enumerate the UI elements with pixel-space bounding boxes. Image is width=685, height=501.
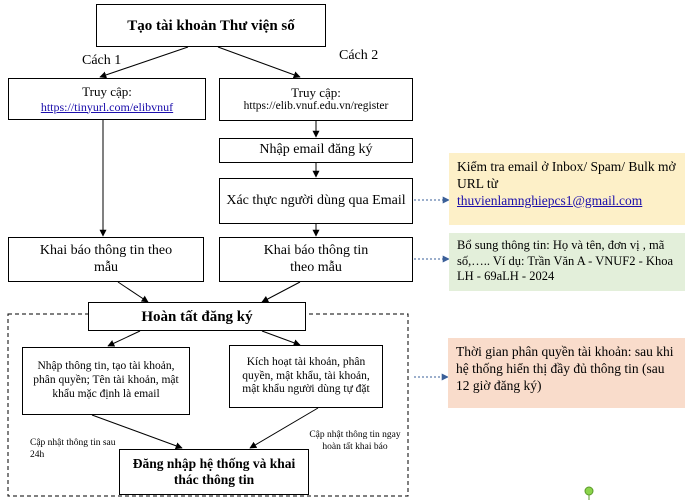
arrow-declare2-to-complete [261, 281, 301, 303]
way2-access-label: Truy cập: [291, 84, 341, 100]
way1-declare-box: Khai báo thông tin theo mẫu [8, 237, 204, 282]
way1-declare-text: Khai báo thông tin theo mẫu [39, 242, 173, 275]
verify-note-text: Kiểm tra email ở Inbox/ Spam/ Bulk mở UR… [457, 159, 676, 191]
update-left-text: Cập nhật thông tin sau 24h [30, 438, 116, 461]
info-note: Bổ sung thông tin: Họ và tên, đơn vị , m… [449, 233, 685, 291]
final-box: Đăng nhập hệ thống và khai thác thông ti… [119, 449, 309, 495]
update-left-label: Cập nhật thông tin sau 24h [30, 437, 116, 462]
way1-access-label: Truy cập: [82, 84, 132, 99]
way2-label: Cách 2 [339, 48, 379, 63]
verify-step-box: Xác thực người dùng qua Email [219, 178, 413, 224]
arrow-left-to-final [91, 414, 183, 450]
complete-left-box: Nhập thông tin, tạo tài khoản, phân quyề… [22, 347, 190, 415]
way1-access-link[interactable]: https://tinyurl.com/elibvnuf [40, 99, 174, 114]
green-dot-marker [584, 486, 594, 496]
complete-right-box: Kích hoạt tài khoản, phân quyền, mật khẩ… [229, 345, 383, 408]
email-step-box: Nhập email đăng ký [219, 138, 413, 163]
arrow-right-to-final [249, 407, 319, 449]
arrow-title-to-way2 [217, 46, 301, 79]
complete-left-text: Nhập thông tin, tạo tài khoản, phân quyề… [33, 360, 179, 400]
arrow-declare1-to-complete [117, 281, 149, 303]
way2-declare-text: Khai báo thông tin theo mẫu [263, 242, 369, 275]
way1-access-box: Truy cập: https://tinyurl.com/elibvnuf [8, 78, 206, 120]
way2-access-box: Truy cập: https://elib.vnuf.edu.vn/regis… [219, 78, 413, 121]
page-title: Tạo tài khoản Thư viện số [127, 17, 295, 34]
arrow-complete-to-left [107, 330, 141, 347]
way2-access-url[interactable]: https://elib.vnuf.edu.vn/register [243, 100, 389, 113]
way2-declare-box: Khai báo thông tin theo mẫu [219, 237, 413, 282]
complete-right-text: Kích hoạt tài khoản, phân quyền, mật khẩ… [242, 355, 370, 396]
final-text: Đăng nhập hệ thống và khai thác thông ti… [132, 455, 296, 487]
title-box: Tạo tài khoản Thư viện số [96, 4, 326, 47]
verify-note: Kiểm tra email ở Inbox/ Spam/ Bulk mở UR… [449, 153, 685, 225]
email-step-text: Nhập email đăng ký [259, 142, 373, 158]
update-right-label: Cập nhật thông tin ngay hoàn tất khai bá… [306, 430, 404, 454]
arrow-title-to-way1 [99, 46, 189, 79]
complete-title: Hoàn tất đăng ký [141, 308, 253, 325]
permission-note-text: Thời gian phân quyền tài khoản: sau khi … [456, 344, 674, 393]
verify-note-email-link[interactable]: thuvienlamnghiepcs1@gmail.com [457, 192, 643, 208]
complete-box: Hoàn tất đăng ký [88, 302, 306, 331]
verify-step-text: Xác thực người dùng qua Email [226, 192, 406, 208]
way1-label: Cách 1 [82, 53, 122, 68]
permission-note: Thời gian phân quyền tài khoản: sau khi … [448, 338, 685, 408]
info-note-text: Bổ sung thông tin: Họ và tên, đơn vị , m… [457, 238, 673, 284]
update-right-text: Cập nhật thông tin ngay hoàn tất khai bá… [309, 430, 401, 452]
arrow-complete-to-right [261, 330, 301, 347]
